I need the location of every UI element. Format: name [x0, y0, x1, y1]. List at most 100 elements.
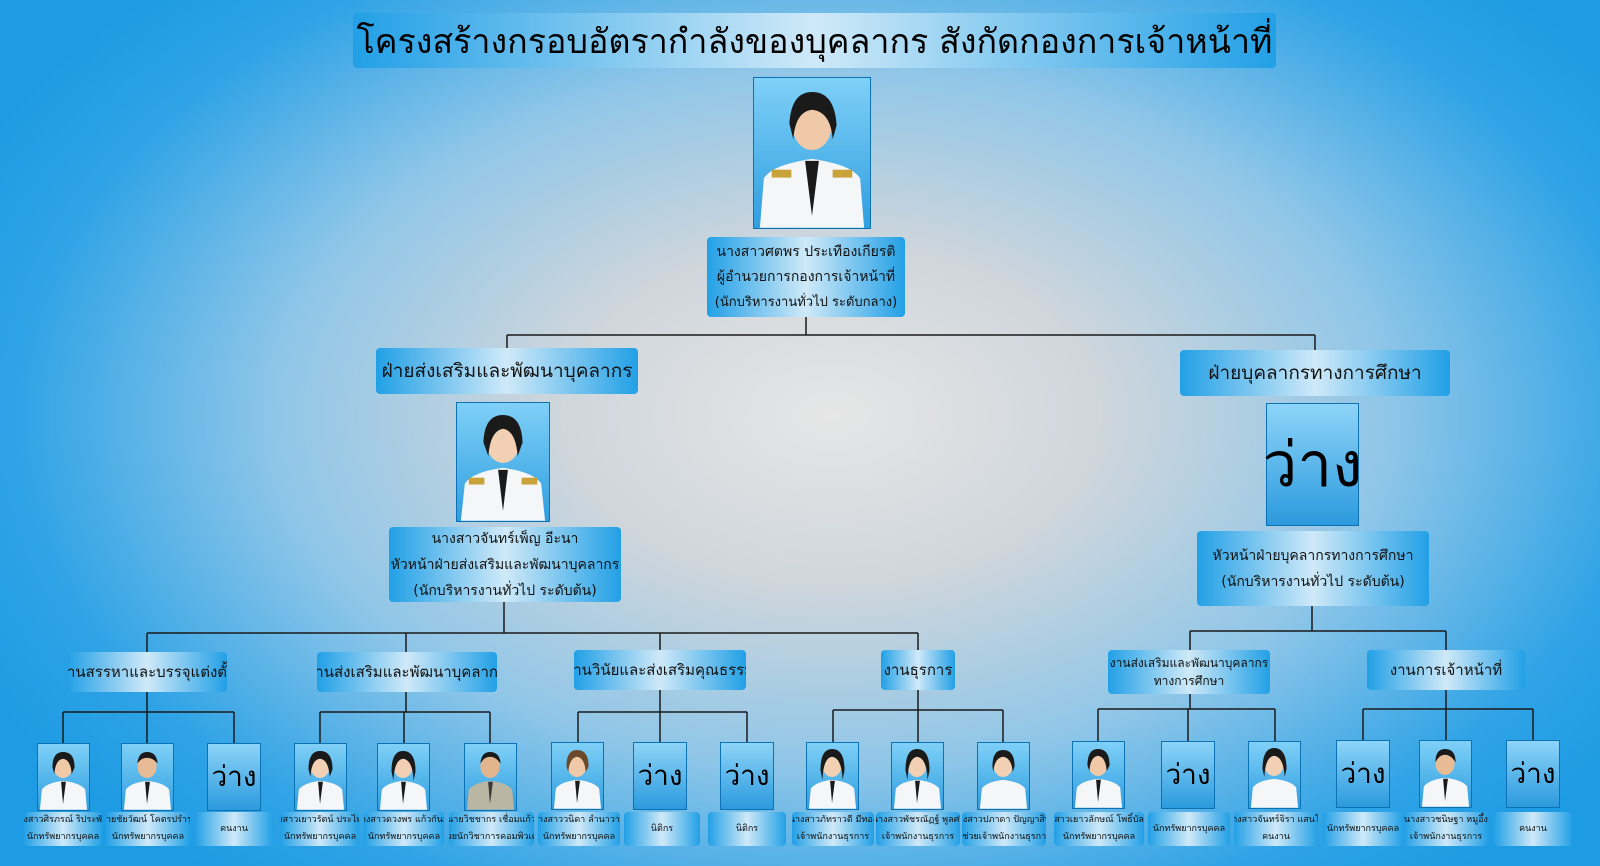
staff-vacant: ว่าง — [633, 742, 687, 810]
staff-position: คนงาน — [1262, 832, 1290, 842]
staff-info: คนงาน — [195, 812, 273, 846]
staff-position: ผู้ช่วยนักวิชาการคอมพิวเตอร์ — [449, 832, 534, 842]
staff-info: นักทรัพยากรบุคคล — [1148, 812, 1230, 846]
division-head-photo-left — [456, 402, 550, 522]
page-title: โครงสร้างกรอบอัตรากำลังของบุคลากร สังกัด… — [353, 13, 1276, 68]
staff-name: นางสาวดวงพร แก้วกันยา — [364, 815, 444, 825]
staff-info: นางสาวเยาวลักษณ์ โพธิ์บัลลังก์ นักทรัพยา… — [1054, 812, 1144, 846]
division-head-info-left: นางสาวจันทร์เพ็ญ อีะนา หัวหน้าฝ่ายส่งเสร… — [389, 527, 621, 602]
staff-info: นายชัยวัฒน์ โคตรปรำรุง นักทรัพยากรบุคคล — [106, 812, 190, 846]
staff-position: นักทรัพยากรบุคคล — [1326, 823, 1400, 834]
staff-vacant: ว่าง — [1161, 741, 1215, 809]
staff-name: นางสาวศิรภรณ์ ริประพันธ์ — [24, 815, 102, 825]
section-title-text: งานสรรหาและบรรจุแต่งตั้ง — [67, 663, 227, 681]
vacant-label: ว่าง — [637, 759, 683, 792]
staff-name: นางสาวภัทราวดี มีทอง — [792, 815, 874, 825]
staff-vacant: ว่าง — [207, 743, 261, 811]
staff-position: นักทรัพยากรบุคคล — [1152, 823, 1226, 834]
director-name: นางสาวศตพร ประเทืองเกียรติ — [716, 243, 896, 260]
director-position: ผู้อำนวยการกองการเจ้าหน้าที่ — [716, 268, 896, 285]
staff-info: นิติกร — [624, 812, 700, 846]
staff-vacant: ว่าง — [720, 742, 774, 810]
section-title-edu-development: งานส่งเสริมและพัฒนาบุคลากร ทางการศึกษา — [1108, 650, 1270, 694]
division-title-right-text: ฝ่ายบุคลากรทางการศึกษา — [1208, 362, 1422, 384]
division-title-left: ฝ่ายส่งเสริมและพัฒนาบุคลากร — [376, 348, 638, 394]
division-head-vacant-right: ว่าง — [1263, 403, 1362, 526]
staff-info: นายวิชชากร เชื่อมแก้ว ผู้ช่วยนักวิชาการค… — [449, 812, 534, 846]
division-title-left-text: ฝ่ายส่งเสริมและพัฒนาบุคลากร — [381, 360, 633, 382]
staff-photo — [806, 742, 859, 810]
division-head-position-right: หัวหน้าฝ่ายบุคลากรทางการศึกษา — [1212, 547, 1414, 564]
vacant-label: ว่าง — [1510, 757, 1556, 790]
staff-photo — [977, 742, 1030, 810]
staff-position: นิติกร — [650, 823, 674, 834]
vacant-label: ว่าง — [1340, 757, 1386, 790]
staff-name: นางสาวชนิษฐา หมูอึ้ง — [1404, 815, 1488, 825]
section-title-text: งานการเจ้าหน้าที่ — [1389, 661, 1503, 679]
section-title-personnel: งานการเจ้าหน้าที่ — [1367, 650, 1525, 690]
division-head-info-right: หัวหน้าฝ่ายบุคลากรทางการศึกษา (นักบริหาร… — [1197, 531, 1429, 606]
staff-name: นางสาวเยาวลักษณ์ โพธิ์บัลลังก์ — [1054, 815, 1144, 825]
vacant-label: ว่าง — [1262, 427, 1363, 501]
vacant-label: ว่าง — [211, 760, 257, 793]
staff-photo — [551, 742, 604, 810]
staff-position: คนงาน — [1519, 823, 1547, 834]
staff-info: นางสาวดวงพร แก้วกันยา นักทรัพยากรบุคคล — [364, 812, 444, 846]
staff-info: นางสาวพัชรณัฏฐ์ พูลศรี เจ้าพนักงานธุรการ — [876, 812, 960, 846]
staff-position: เจ้าพนักงานธุรการ — [796, 832, 870, 842]
division-head-level-right: (นักบริหารงานทั่วไป ระดับต้น) — [1221, 573, 1405, 590]
staff-info: คนงาน — [1494, 812, 1572, 846]
staff-photo — [294, 743, 347, 811]
staff-name: นายชัยวัฒน์ โคตรปรำรุง — [106, 815, 190, 825]
staff-name: นางสาวปภาดา ปัญญาสิทธิ์ — [962, 815, 1046, 825]
section-title-text-line2: ทางการศึกษา — [1153, 674, 1225, 688]
vacant-label: ว่าง — [724, 759, 770, 792]
staff-position: นักทรัพยากรบุคคล — [26, 832, 100, 842]
staff-photo — [464, 743, 517, 811]
staff-name: นางสาวเยาวรัตน์ ประไพรัต — [281, 815, 359, 825]
division-title-right: ฝ่ายบุคลากรทางการศึกษา — [1180, 350, 1450, 396]
staff-vacant: ว่าง — [1336, 740, 1390, 808]
staff-position: ผู้ช่วยเจ้าพนักงานธุรการ — [962, 832, 1046, 842]
division-head-position-left: หัวหน้าฝ่ายส่งเสริมและพัฒนาบุคลากร — [390, 556, 620, 573]
staff-photo — [1072, 741, 1125, 809]
staff-info: นางสาวเยาวรัตน์ ประไพรัต นักทรัพยากรบุคค… — [281, 812, 359, 846]
staff-name: นางสาวจันทร์จิรา แสนโน — [1234, 815, 1318, 825]
section-title-text: งานส่งเสริมและพัฒนาบุคลากร — [317, 663, 497, 681]
section-title-text: งานธุรการ — [883, 661, 953, 679]
director-photo — [753, 77, 871, 229]
staff-photo — [37, 743, 90, 811]
staff-info: นางสาวศิรภรณ์ ริประพันธ์ นักทรัพยากรบุคค… — [24, 812, 102, 846]
division-head-level-left: (นักบริหารงานทั่วไป ระดับต้น) — [413, 582, 597, 599]
staff-info: นักทรัพยากรบุคคล — [1323, 812, 1403, 846]
staff-name: นางสาวพัชรณัฏฐ์ พูลศรี — [876, 815, 960, 825]
section-title-development: งานส่งเสริมและพัฒนาบุคลากร — [317, 652, 497, 692]
staff-position: นักทรัพยากรบุคคล — [542, 832, 616, 842]
staff-position: นักทรัพยากรบุคคล — [283, 832, 357, 842]
vacant-label: ว่าง — [1165, 758, 1211, 791]
division-head-name-left: นางสาวจันทร์เพ็ญ อีะนา — [431, 530, 579, 547]
staff-position: เจ้าพนักงานธุรการ — [1409, 832, 1483, 842]
staff-photo — [377, 743, 430, 811]
staff-photo — [121, 743, 174, 811]
staff-position: นักทรัพยากรบุคคล — [1062, 832, 1136, 842]
staff-position: นักทรัพยากรบุคคล — [111, 832, 185, 842]
staff-position: นักทรัพยากรบุคคล — [367, 832, 441, 842]
staff-position: นิติกร — [735, 823, 759, 834]
staff-info: นางสาวภัทราวดี มีทอง เจ้าพนักงานธุรการ — [792, 812, 874, 846]
staff-photo — [1419, 740, 1472, 808]
staff-photo — [1248, 741, 1301, 809]
staff-position: คนงาน — [220, 823, 248, 834]
staff-vacant: ว่าง — [1506, 740, 1560, 808]
section-title-text-line1: งานส่งเสริมและพัฒนาบุคลากร — [1109, 656, 1269, 670]
page-title-text: โครงสร้างกรอบอัตรากำลังของบุคลากร สังกัด… — [356, 21, 1273, 62]
staff-info: นางสาวปภาดา ปัญญาสิทธิ์ ผู้ช่วยเจ้าพนักง… — [962, 812, 1046, 846]
section-title-admin: งานธุรการ — [881, 650, 955, 690]
director-info-box: นางสาวศตพร ประเทืองเกียรติ ผู้อำนวยการกอ… — [707, 237, 905, 317]
staff-info: นิติกร — [708, 812, 786, 846]
staff-info: นางสาวจันทร์จิรา แสนโน คนงาน — [1234, 812, 1318, 846]
staff-name: นายวิชชากร เชื่อมแก้ว — [449, 815, 534, 825]
section-title-discipline: งานวินัยและส่งเสริมคุณธรรม — [574, 650, 746, 690]
